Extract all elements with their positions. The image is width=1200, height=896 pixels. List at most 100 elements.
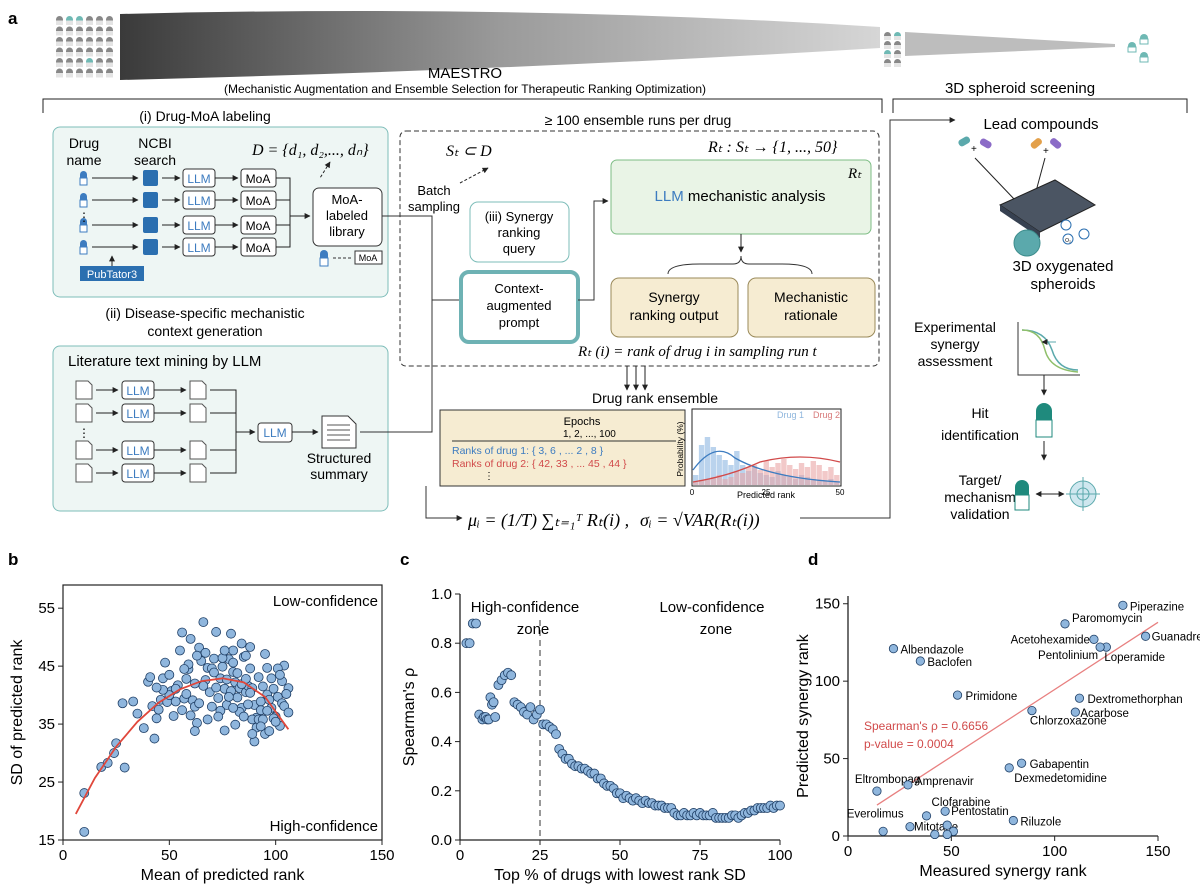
x-tick-label: 50 bbox=[161, 847, 178, 864]
pipette-line-1 bbox=[974, 157, 1016, 201]
exp-l1: Experimental bbox=[914, 319, 996, 335]
pill-half bbox=[66, 73, 73, 78]
context-title-l2: context generation bbox=[147, 323, 262, 339]
summary-l2: summary bbox=[310, 466, 368, 482]
pill-half bbox=[106, 52, 113, 57]
hist-bar-drug2 bbox=[722, 479, 728, 485]
target-l3: validation bbox=[950, 506, 1009, 522]
data-point bbox=[228, 702, 239, 713]
spheroid-title: 3D spheroid screening bbox=[945, 80, 1095, 97]
data-point bbox=[1141, 631, 1151, 641]
point-label: Albendazole bbox=[900, 645, 963, 657]
query-l2: ranking bbox=[498, 225, 541, 240]
maestro-bracket bbox=[42, 98, 883, 113]
drug2-ranks: Ranks of drug 2: { 42, 33 , ... 45 , 44 … bbox=[452, 458, 627, 470]
data-point bbox=[535, 704, 545, 715]
x-tick-label: 0 bbox=[59, 847, 67, 864]
svg-text:+: + bbox=[971, 144, 977, 155]
data-point bbox=[138, 723, 149, 734]
data-point bbox=[181, 673, 192, 684]
drug-pill-half bbox=[79, 177, 88, 186]
y-tick-label: 1.0 bbox=[431, 586, 452, 603]
hist-bar-drug2 bbox=[781, 459, 787, 485]
data-point bbox=[200, 647, 211, 658]
rationale-l2: rationale bbox=[784, 307, 838, 323]
data-point bbox=[226, 628, 236, 639]
pill-half bbox=[894, 54, 901, 58]
document-icon bbox=[189, 440, 207, 460]
table-vdots: ⋮ bbox=[484, 471, 494, 482]
pill-half bbox=[86, 41, 93, 46]
ncbi-icon bbox=[143, 192, 158, 208]
set-arrow bbox=[319, 161, 331, 179]
kde-drug1 bbox=[692, 450, 841, 483]
legend-moa-box bbox=[354, 250, 383, 265]
query-box bbox=[469, 201, 570, 263]
target-icon bbox=[1066, 477, 1100, 511]
panel-label-a: a bbox=[8, 9, 18, 28]
data-point bbox=[230, 719, 241, 730]
summary-llm-label: LLM bbox=[263, 426, 286, 440]
connector bbox=[210, 432, 237, 474]
pill-half bbox=[894, 63, 901, 67]
hist-bar-drug2 bbox=[704, 479, 711, 485]
data-point bbox=[132, 708, 143, 719]
pill-half bbox=[96, 31, 103, 36]
data-point bbox=[490, 712, 501, 722]
spheroid-l1: 3D oxygenated bbox=[1013, 258, 1114, 275]
prompt-box bbox=[459, 270, 580, 344]
mini-tick-0: 0 bbox=[690, 488, 695, 497]
annotation-low: Low-confidence bbox=[273, 593, 378, 610]
data-point bbox=[903, 780, 913, 790]
query-l1: (iii) Synergy bbox=[485, 209, 554, 224]
mini-xlabel: Predicted rank bbox=[737, 490, 796, 500]
data-point bbox=[177, 627, 187, 638]
hist-bar-drug2 bbox=[822, 471, 828, 485]
point-label: Everolimus bbox=[847, 808, 904, 820]
drug-pill-half bbox=[79, 246, 88, 255]
pill-grid-right bbox=[1127, 34, 1149, 63]
data-point bbox=[151, 713, 162, 724]
zone-right-l2: zone bbox=[700, 621, 733, 638]
pill-half bbox=[76, 20, 83, 25]
dots: ⋮ bbox=[78, 426, 90, 440]
x-axis-label: Measured synergy rank bbox=[919, 863, 1087, 880]
spheroid-l2: spheroids bbox=[1030, 276, 1095, 293]
document-icon bbox=[189, 403, 207, 423]
data-point bbox=[209, 653, 219, 664]
data-point bbox=[471, 618, 481, 629]
svg-text:+: + bbox=[1043, 146, 1049, 157]
data-point bbox=[268, 683, 279, 694]
sigma-equation: σᵢ = √VAR(Rₜ(i)) bbox=[640, 510, 760, 531]
pill-half bbox=[106, 41, 113, 46]
rank-definition: Rₜ (i) = rank of drug i in sampling run … bbox=[577, 344, 818, 360]
point-label: Pentostatin bbox=[951, 806, 1009, 818]
pill-half bbox=[894, 45, 901, 49]
data-point bbox=[151, 682, 162, 693]
data-point bbox=[192, 718, 202, 728]
col-drug: Drug bbox=[69, 135, 99, 151]
y-tick-label: 0.4 bbox=[431, 734, 452, 751]
moa-library-box bbox=[312, 187, 383, 247]
funnel-tail bbox=[905, 32, 1115, 56]
zone-left-l2: zone bbox=[517, 621, 550, 638]
data-point bbox=[213, 711, 224, 722]
data-point bbox=[213, 693, 224, 703]
hist-bar-drug1 bbox=[710, 447, 717, 485]
y-tick-label: 0.0 bbox=[431, 832, 452, 849]
pill-half bbox=[86, 20, 93, 25]
data-point bbox=[775, 800, 785, 811]
data-point bbox=[238, 711, 249, 722]
pubtator-badge bbox=[80, 266, 144, 281]
x-tick-label: 100 bbox=[767, 847, 792, 864]
pill-half bbox=[86, 52, 93, 57]
drug-set-equation: D = {d₁, d₂,..., dₙ} bbox=[251, 142, 369, 159]
data-point bbox=[149, 733, 160, 744]
data-point bbox=[1016, 758, 1027, 768]
y-tick-label: 45 bbox=[38, 658, 55, 675]
data-point bbox=[153, 704, 164, 715]
data-point bbox=[245, 687, 256, 698]
data-point bbox=[1118, 600, 1128, 610]
